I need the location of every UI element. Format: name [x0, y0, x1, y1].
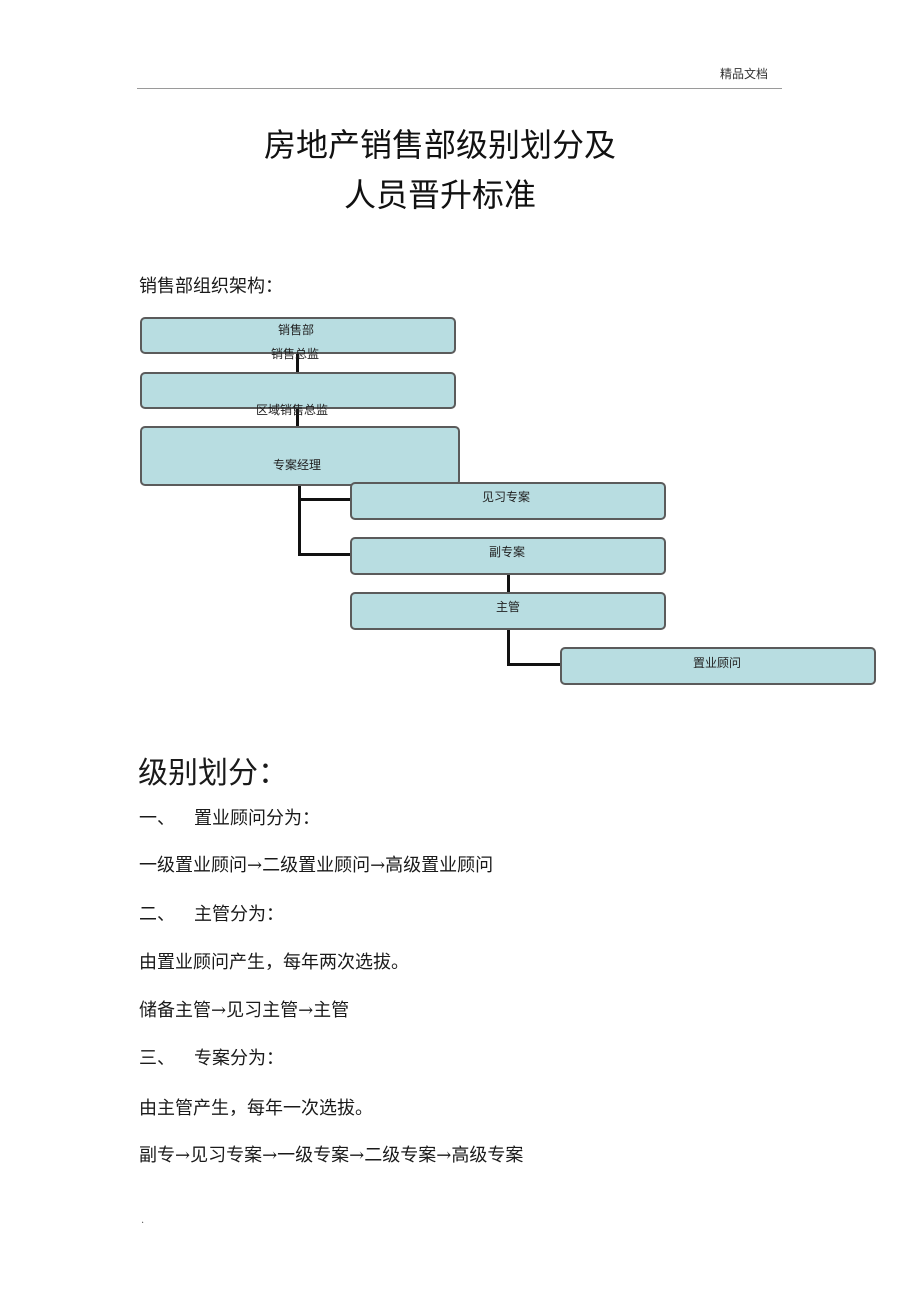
level-item-2-heading: 二、主管分为：: [139, 900, 284, 926]
connector-pm-to-deputy: [298, 553, 351, 556]
connector-pm-to-trainee: [298, 498, 351, 501]
org-label-sales-dept: 销售部: [278, 323, 315, 337]
org-label-project-manager: 专案经理: [273, 458, 322, 472]
level-section-heading: 级别划分：: [138, 756, 288, 791]
level-item-number: 二、: [139, 904, 175, 925]
level-item-title: 置业顾问分为：: [194, 808, 320, 829]
level-item-3-desc: 由主管产生，每年一次选拔。: [139, 1098, 373, 1119]
connector-deputy-to-supervisor: [507, 573, 510, 593]
level-item-3-path: 副专→见习专案→一级专案→二级专案→高级专案: [139, 1145, 524, 1166]
org-node-project-manager: [140, 426, 460, 486]
level-item-1-heading: 一、置业顾问分为：: [139, 804, 320, 830]
org-node-sales-dept: [140, 317, 456, 354]
connector-supervisor-to-consultant: [507, 663, 561, 666]
org-label-trainee-project: 见习专案: [482, 490, 531, 504]
org-chart-label: 销售部组织架构：: [139, 276, 283, 297]
level-item-title: 专案分为：: [194, 1048, 284, 1069]
level-item-2-desc: 由置业顾问产生，每年两次选拔。: [139, 952, 409, 973]
footer-mark: .: [141, 1215, 145, 1226]
level-item-2-path: 储备主管→见习主管→主管: [139, 1000, 350, 1021]
org-label-supervisor: 主管: [496, 600, 521, 614]
org-node-supervisor: [350, 592, 666, 630]
org-node-trainee-project: [350, 482, 666, 520]
page-header-label: 精品文档: [720, 67, 769, 81]
connector-supervisor-vertical: [507, 628, 510, 666]
org-node-regional-director: [140, 372, 456, 409]
org-label-sales-director: 销售总监: [271, 347, 320, 361]
document-title-line-2: 人员晋升标准: [343, 176, 536, 214]
document-title-line-1: 房地产销售部级别划分及: [263, 126, 616, 164]
level-item-3-heading: 三、专案分为：: [139, 1044, 284, 1070]
level-item-number: 三、: [139, 1048, 175, 1069]
org-label-deputy-project: 副专案: [489, 545, 526, 559]
level-item-title: 主管分为：: [194, 904, 284, 925]
org-node-deputy-project: [350, 537, 666, 575]
org-node-consultant: [560, 647, 876, 685]
header-divider: [137, 88, 782, 89]
connector-regional-to-pm: [296, 408, 299, 427]
level-item-number: 一、: [139, 808, 175, 829]
connector-dept-to-regional: [296, 352, 299, 373]
org-label-regional-director: 区域销售总监: [256, 403, 329, 417]
level-item-1-path: 一级置业顾问→二级置业顾问→高级置业顾问: [139, 855, 494, 876]
org-label-consultant: 置业顾问: [693, 656, 742, 670]
connector-pm-vertical: [298, 484, 301, 556]
